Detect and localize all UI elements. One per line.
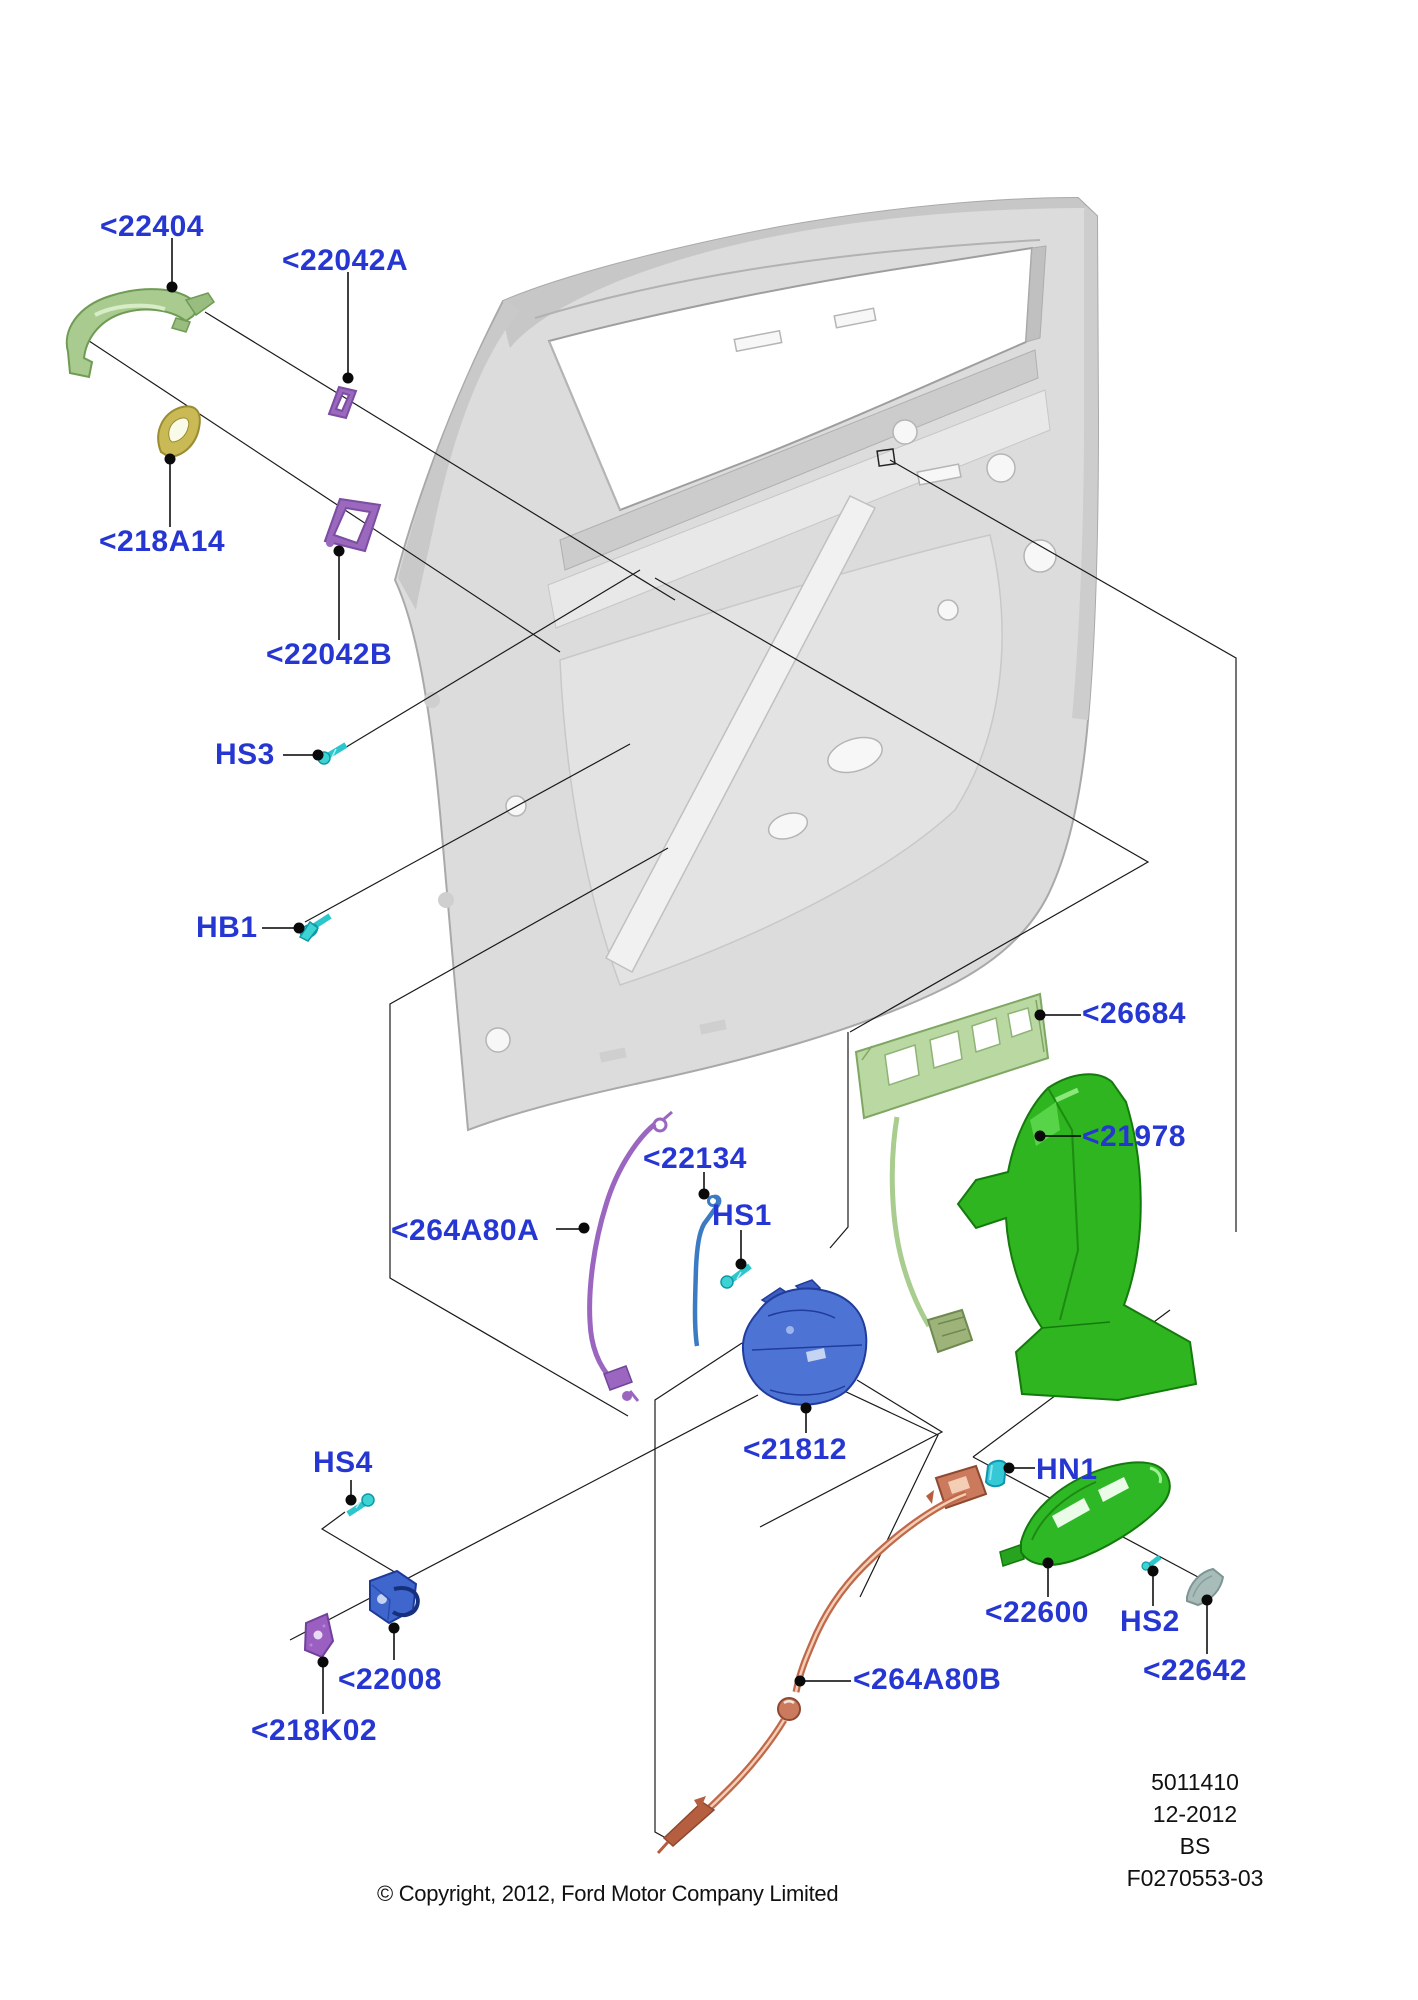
part-264a80a-cable-front (587, 1110, 673, 1402)
part-26684-cable (889, 1116, 974, 1354)
market-code: BS (1179, 1833, 1211, 1859)
callout-264a80b[interactable]: <264A80B (853, 1663, 1002, 1696)
part-hn1-clip (984, 1459, 1008, 1488)
callout-dots (164, 281, 1213, 1687)
part-218k02-striker-shim (303, 1612, 335, 1659)
part-hs4-screw (346, 1493, 375, 1517)
callout-218k02[interactable]: <218K02 (251, 1714, 378, 1747)
callout-22008[interactable]: <22008 (338, 1663, 442, 1696)
part-22042a-handle-gasket-front (327, 385, 358, 420)
callout-hb1[interactable]: HB1 (196, 911, 258, 944)
part-hs1-screw (720, 1263, 752, 1289)
part-22642-handle-cover (1186, 1567, 1225, 1607)
callout-264a80a[interactable]: <264A80A (391, 1214, 540, 1247)
callout-22134[interactable]: <22134 (643, 1142, 747, 1175)
part-hb1-bolt (298, 913, 332, 942)
latch-locator-marker (876, 448, 896, 467)
part-hs2-screw (1141, 1555, 1162, 1571)
figure-date: 12-2012 (1152, 1801, 1238, 1827)
callout-22600[interactable]: <22600 (985, 1596, 1089, 1629)
callout-21978[interactable]: <21978 (1082, 1120, 1186, 1153)
callout-22642[interactable]: <22642 (1143, 1654, 1247, 1687)
part-218a14-handle-reinforcement (157, 405, 201, 459)
part-264a80b-cable-rear (656, 1464, 988, 1855)
part-22600-interior-handle (999, 1461, 1171, 1567)
door-inner-panel (393, 196, 1100, 1132)
callout-leader-lines (169, 238, 1208, 1714)
callout-hs1[interactable]: HS1 (712, 1199, 772, 1232)
callout-22042b[interactable]: <22042B (266, 638, 393, 671)
callout-hn1[interactable]: HN1 (1036, 1453, 1098, 1486)
callout-22042a[interactable]: <22042A (282, 244, 409, 277)
callout-22404[interactable]: <22404 (100, 210, 204, 243)
callout-26684[interactable]: <26684 (1082, 997, 1186, 1030)
callout-21812[interactable]: <21812 (743, 1433, 847, 1466)
figure-number: F0270553-03 (1126, 1865, 1264, 1891)
part-22404-exterior-door-handle (65, 288, 216, 379)
part-22134-lock-rod (692, 1194, 722, 1347)
copyright-notice: © Copyright, 2012, Ford Motor Company Li… (377, 1881, 839, 1906)
catalog-number: 5011410 (1151, 1769, 1239, 1795)
part-21812-door-latch (741, 1279, 868, 1406)
callout-218a14[interactable]: <218A14 (99, 525, 226, 558)
figure-info-plate: 5011410 12-2012 BS F0270553-03 (1095, 1766, 1295, 1894)
callout-hs3[interactable]: HS3 (215, 738, 275, 771)
callout-hs4[interactable]: HS4 (313, 1446, 373, 1479)
part-26684-handle-mounting-bracket (854, 992, 1050, 1120)
part-22008-striker (369, 1569, 420, 1625)
part-22042b-handle-gasket-rear (323, 497, 382, 553)
callout-hs2[interactable]: HS2 (1120, 1605, 1180, 1638)
